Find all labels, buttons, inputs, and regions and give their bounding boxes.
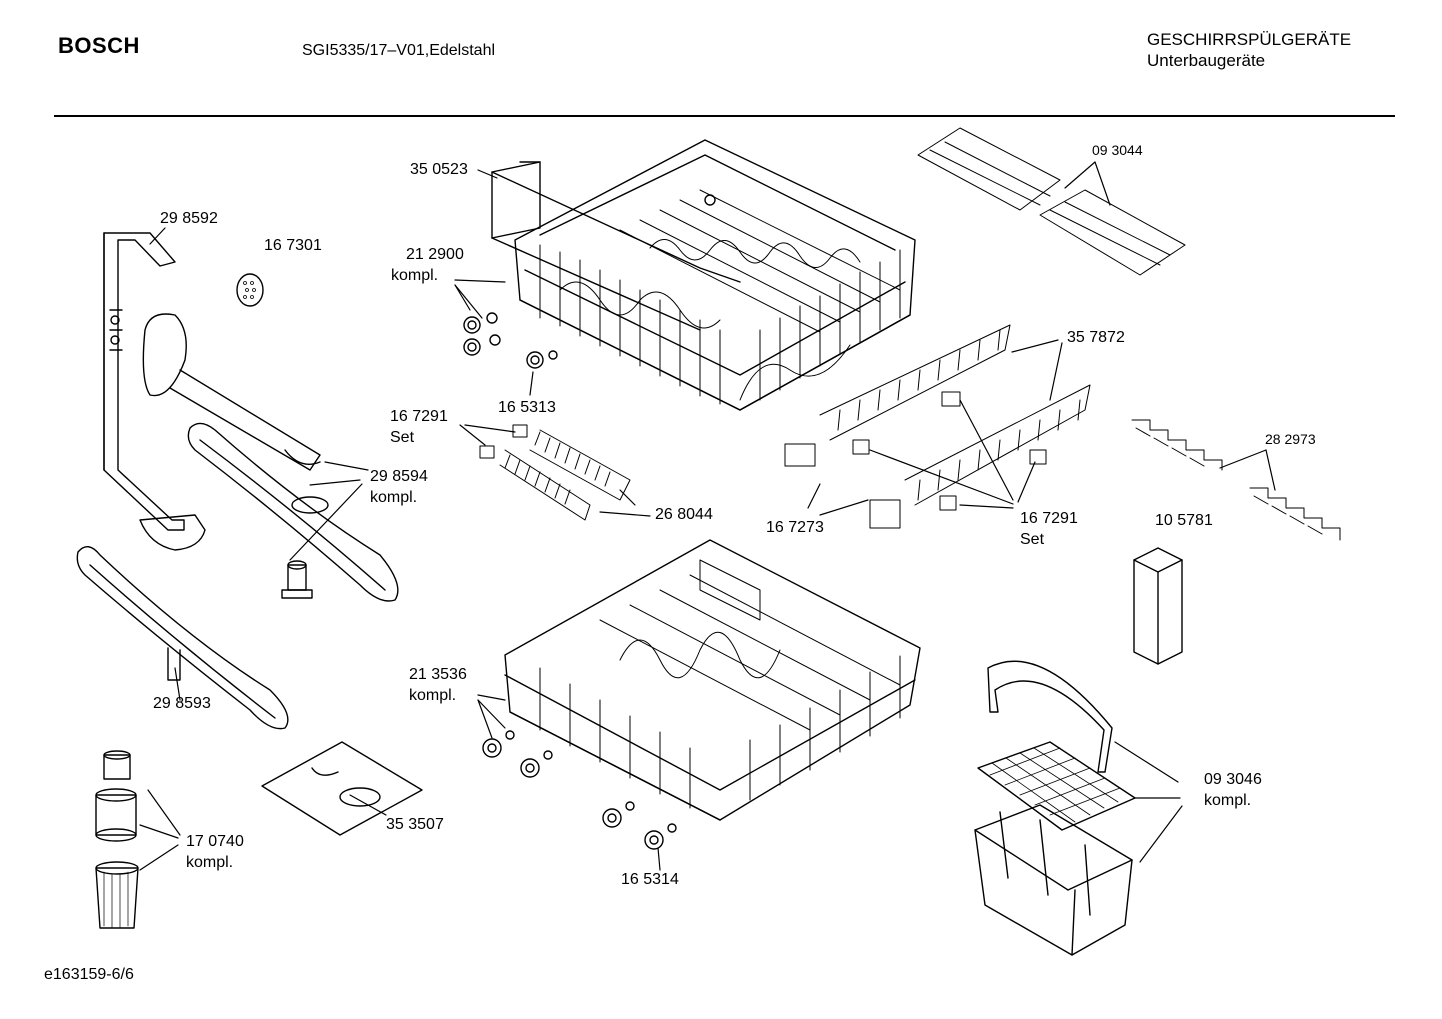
model-title: SGI5335/17–V01,Edelstahl [302, 42, 496, 59]
label-298592: 29 8592 [160, 210, 218, 227]
label-093046-note: kompl. [1204, 792, 1252, 809]
category-title: GESCHIRRSPÜLGERÄTE [1147, 30, 1352, 49]
subcategory-title: Unterbaugeräte [1147, 51, 1266, 70]
cutlery-tube-drawing [1133, 547, 1183, 665]
label-167291a-note: Set [390, 429, 415, 446]
label-213536: 21 3536 [409, 666, 467, 683]
label-350523: 35 0523 [410, 161, 468, 178]
label-167291a: 16 7291 [390, 408, 448, 425]
cutlery-basket-drawing [974, 660, 1136, 956]
label-165314: 16 5314 [621, 871, 679, 888]
tine-rack-drawing [479, 424, 631, 521]
label-165313: 16 5313 [498, 399, 556, 416]
bottom-plate-drawing [261, 741, 423, 836]
label-167273: 16 7273 [766, 519, 824, 536]
label-213536-note: kompl. [409, 687, 457, 704]
label-170740-note: kompl. [186, 854, 234, 871]
label-298594-note: kompl. [370, 489, 418, 506]
label-167301: 16 7301 [264, 237, 322, 254]
label-167291b-note: Set [1020, 531, 1045, 548]
filters-drawing [95, 750, 139, 929]
label-167291b: 16 7291 [1020, 510, 1078, 527]
filter-cap-drawing [236, 273, 264, 307]
lower-spray-arm-drawing [76, 546, 289, 730]
label-105781: 10 5781 [1155, 512, 1213, 529]
tine-rows-drawing [784, 324, 1091, 529]
footer-doc-id: e163159-6/6 [44, 966, 134, 983]
upper-wheels [463, 312, 558, 369]
label-093046: 09 3046 [1204, 771, 1262, 788]
label-282973: 28 2973 [1265, 431, 1316, 447]
label-357872: 35 7872 [1067, 329, 1125, 346]
label-268044: 26 8044 [655, 506, 713, 523]
lower-wheels [482, 730, 677, 850]
label-093044: 09 3044 [1092, 142, 1143, 158]
upper-spray-arm-drawing [187, 422, 399, 602]
lower-basket-drawing [482, 539, 921, 850]
label-212900-note: kompl. [391, 267, 439, 284]
label-353507: 35 3507 [386, 816, 444, 833]
upper-basket-drawing [463, 139, 916, 411]
header-divider [54, 115, 1395, 117]
label-298594: 29 8594 [370, 468, 428, 485]
label-212900: 21 2900 [406, 246, 464, 263]
zigzag-parts-drawing [1131, 419, 1341, 541]
brand-logo: BOSCH [58, 33, 140, 58]
label-298593: 29 8593 [153, 695, 211, 712]
cup-racks-drawing [917, 127, 1186, 276]
label-170740: 17 0740 [186, 833, 244, 850]
spray-pipe-drawing [103, 232, 321, 551]
